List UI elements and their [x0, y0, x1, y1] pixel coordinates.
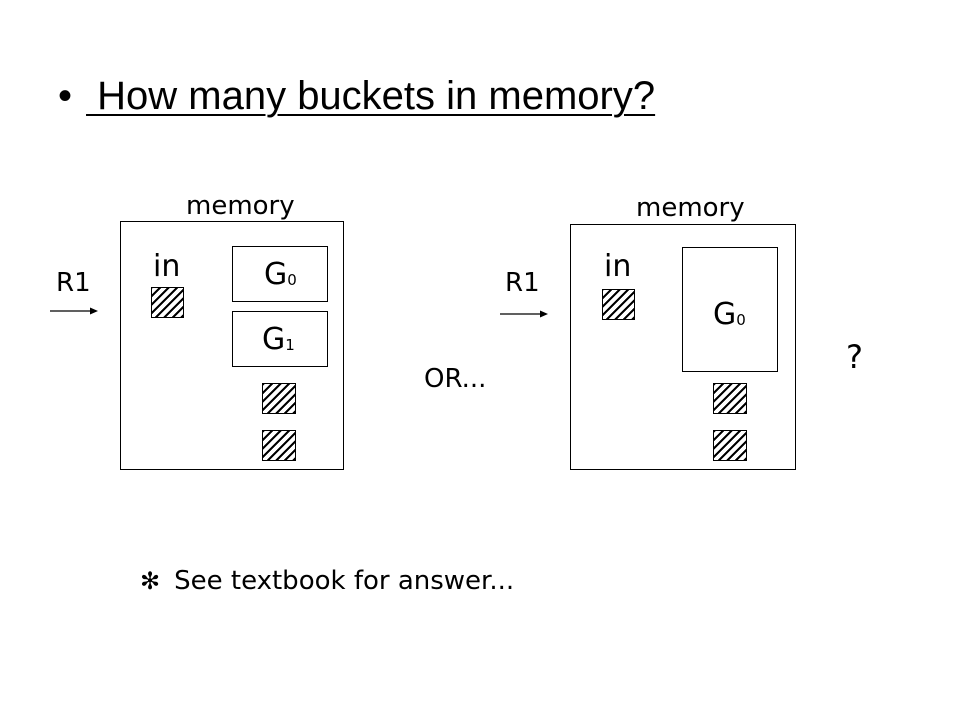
right-output-buffer-2: [713, 430, 747, 461]
left-output-buffer-1: [262, 383, 296, 414]
left-input-label: R1: [56, 268, 91, 298]
right-bucket-g0: [682, 247, 778, 372]
left-output-buffer-2: [262, 430, 296, 461]
right-memory-label: memory: [636, 193, 745, 223]
left-bucket-g0-label: G0: [264, 257, 297, 292]
left-bucket-g1-label: G1: [262, 322, 295, 357]
bullet-icon: •: [58, 73, 73, 118]
left-input-buffer: [151, 287, 184, 318]
right-input-label: R1: [505, 268, 540, 298]
right-input-buffer: [602, 289, 635, 320]
left-bucket-g1: [232, 311, 328, 367]
left-bucket-g0: [232, 246, 328, 302]
asterisk-icon: ✻: [140, 567, 161, 595]
right-bucket-g0-label: G0: [713, 297, 746, 332]
footnote-text: See textbook for answer...: [174, 566, 515, 596]
or-label: OR...: [424, 364, 487, 394]
right-input-arrow: [500, 310, 548, 318]
slide-title-row: • How many buckets in memory?: [58, 66, 655, 126]
left-input-arrow: [50, 307, 98, 315]
left-in-label: in: [153, 249, 181, 284]
question-mark: ?: [846, 338, 863, 376]
right-in-label: in: [604, 249, 632, 284]
footnote-row: ✻ See textbook for answer...: [140, 566, 514, 596]
left-memory-label: memory: [186, 191, 295, 221]
right-output-buffer-1: [713, 383, 747, 414]
slide-title: How many buckets in memory?: [86, 73, 656, 118]
